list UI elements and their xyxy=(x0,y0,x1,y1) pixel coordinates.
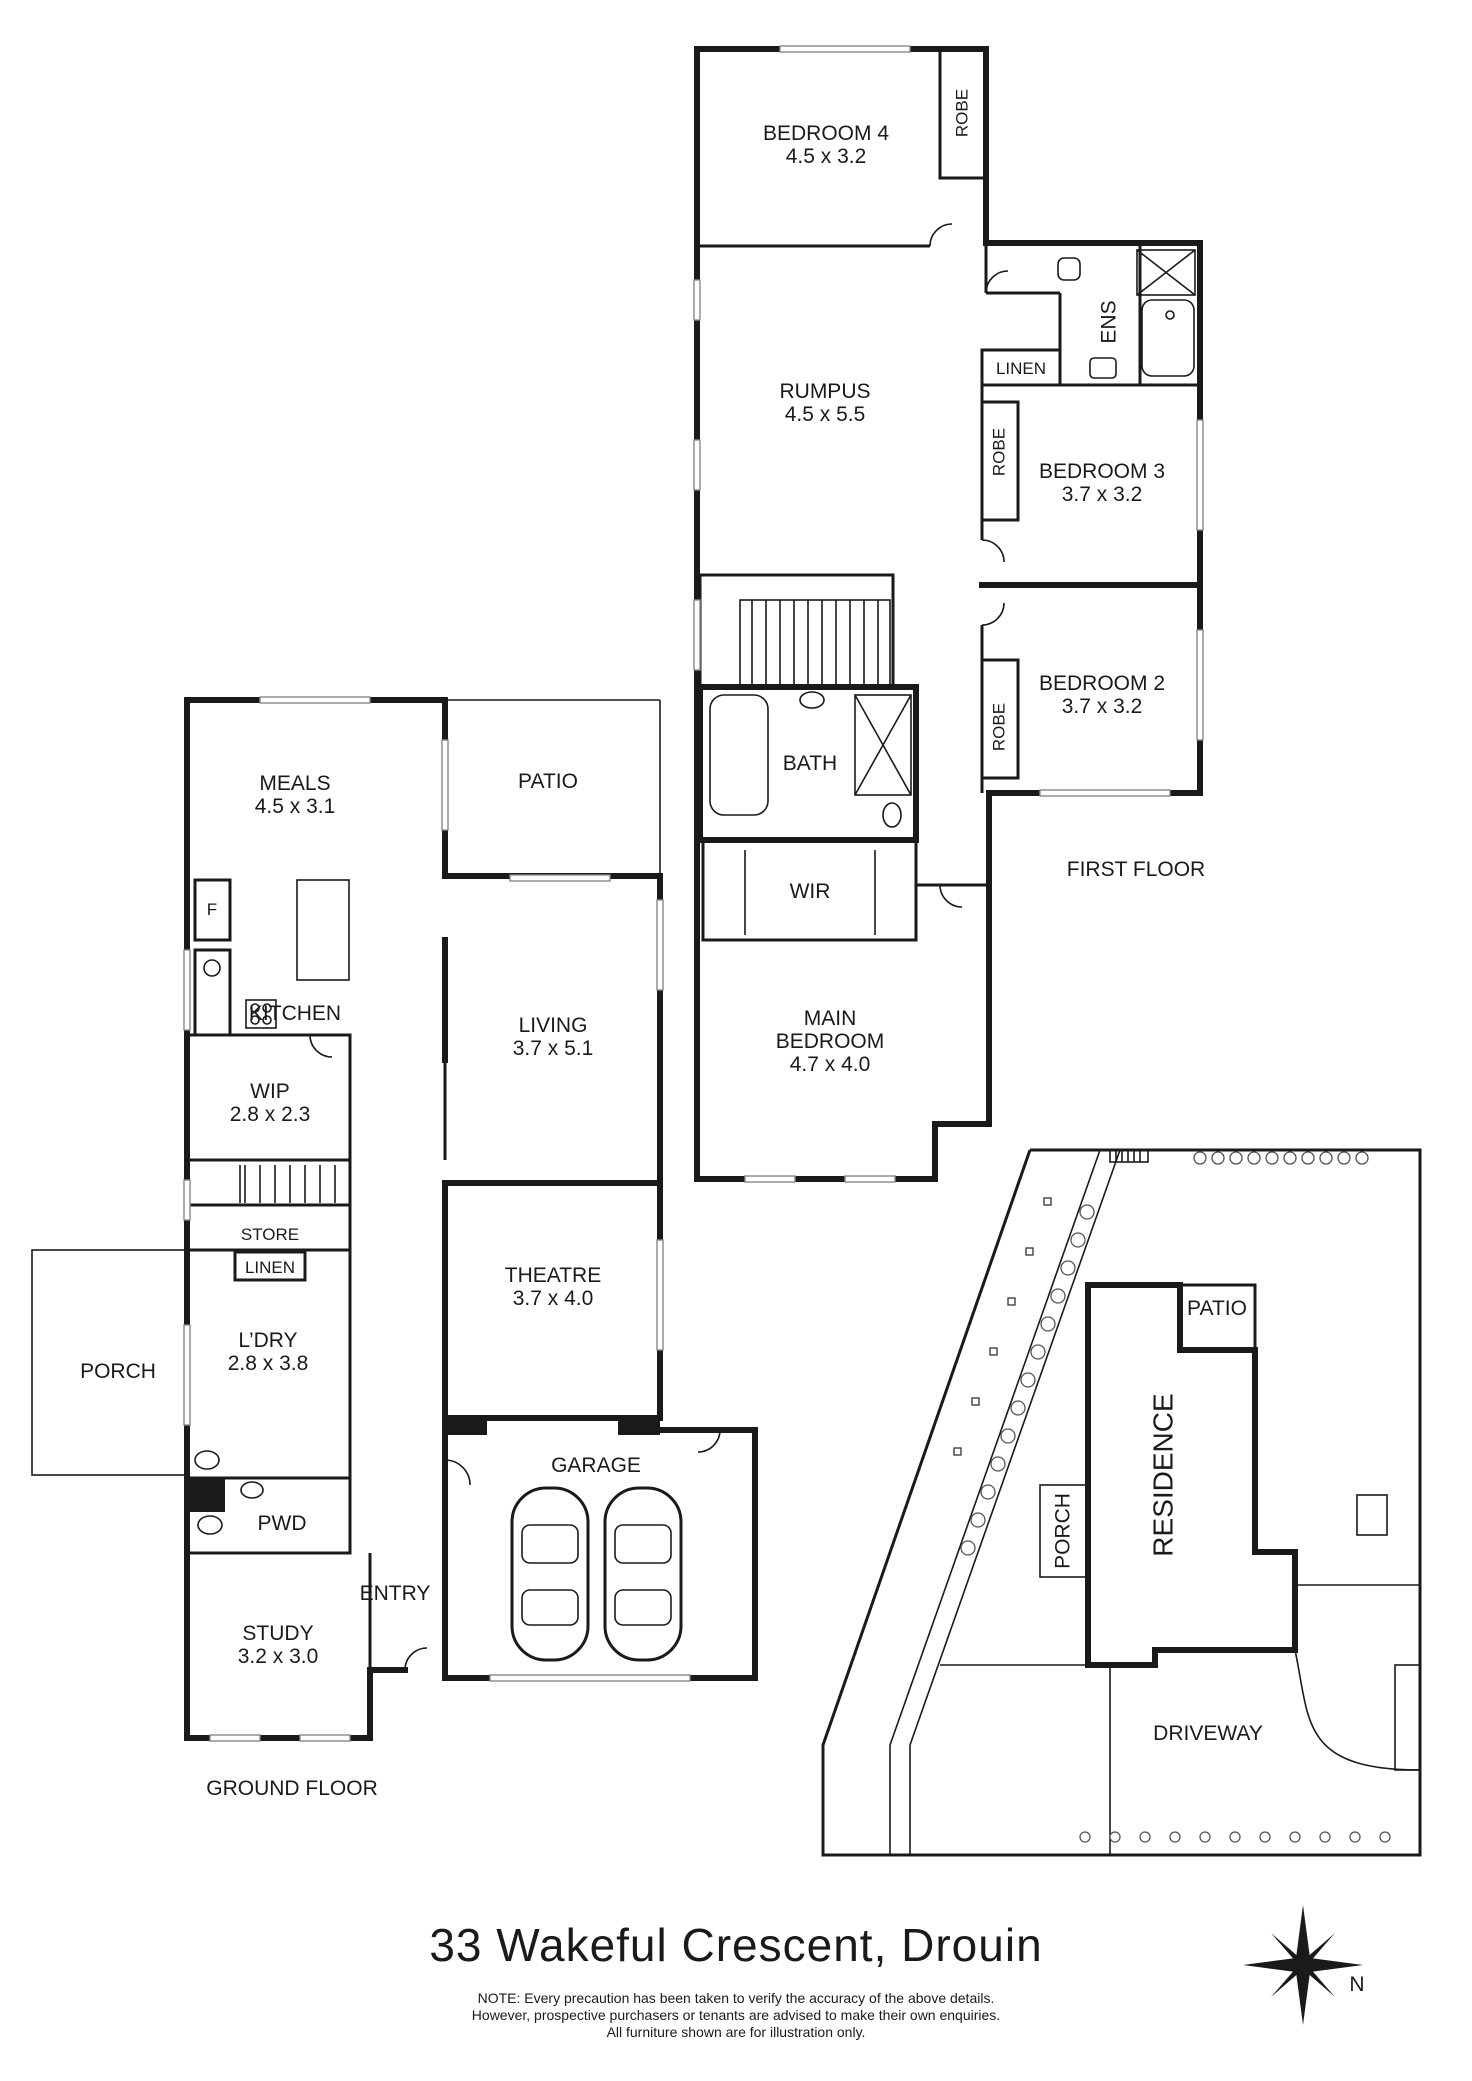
tree-row-diagonal xyxy=(960,1204,1095,1556)
patio-ground: PATIO xyxy=(518,770,578,793)
store-label: STORE xyxy=(241,1225,299,1244)
ground-floor-title: GROUND FLOOR xyxy=(206,1777,378,1800)
fridge-label: F xyxy=(207,900,217,919)
site-driveway-label: DRIVEWAY xyxy=(1153,1722,1263,1745)
living-name: LIVING xyxy=(519,1014,588,1037)
ground-floor-plan: MEALS 4.5 x 3.1 PATIO F KITCHEN LIVING 3… xyxy=(31,696,758,1800)
compass-rose-icon xyxy=(1243,1905,1363,2025)
main-bedroom-name1: MAIN xyxy=(804,1007,857,1030)
first-floor-plan: BEDROOM 4 4.5 x 3.2 ROBE RUMPUS 4.5 x 5.… xyxy=(693,45,1205,1183)
main-bedroom-size: 4.7 x 4.0 xyxy=(790,1053,871,1076)
site-plan: PATIO RESIDENCE PORCH DRIVEWAY xyxy=(821,1148,1422,1857)
kitchen-label: KITCHEN xyxy=(249,1002,341,1025)
garage-label: GARAGE xyxy=(551,1454,641,1477)
linen-ground: LINEN xyxy=(245,1258,295,1277)
main-bedroom-name2: BEDROOM xyxy=(776,1030,885,1053)
laundry-name: L’DRY xyxy=(238,1329,297,1352)
bedroom2-size: 3.7 x 3.2 xyxy=(1062,695,1143,718)
site-residence-label: RESIDENCE xyxy=(1147,1393,1178,1556)
theatre-name: THEATRE xyxy=(505,1264,601,1287)
wir-label: WIR xyxy=(790,880,831,903)
bedroom4-name: BEDROOM 4 xyxy=(763,122,889,145)
tree-row-bottom xyxy=(1079,1831,1391,1843)
site-porch-label: PORCH xyxy=(1052,1493,1075,1569)
first-floor-title: FIRST FLOOR xyxy=(1067,858,1205,881)
porch-ground: PORCH xyxy=(80,1360,156,1383)
linen-first: LINEN xyxy=(996,359,1046,378)
bedroom3-size: 3.7 x 3.2 xyxy=(1062,483,1143,506)
bedroom3-name: BEDROOM 3 xyxy=(1039,460,1165,483)
pwd-label: PWD xyxy=(258,1512,307,1535)
note-line: NOTE: Every precaution has been taken to… xyxy=(477,1990,995,2006)
ens-label: ENS xyxy=(1098,300,1121,343)
rumpus-size: 4.5 x 5.5 xyxy=(785,403,866,426)
tree-row-top xyxy=(1193,1151,1369,1165)
living-size: 3.7 x 5.1 xyxy=(513,1037,594,1060)
meals-name: MEALS xyxy=(259,772,330,795)
car-left-icon xyxy=(510,1486,590,1662)
study-name: STUDY xyxy=(242,1622,313,1645)
laundry-size: 2.8 x 3.8 xyxy=(228,1352,309,1375)
bath-label: BATH xyxy=(783,752,837,775)
robe-bedroom4: ROBE xyxy=(952,89,971,137)
wip-size: 2.8 x 2.3 xyxy=(230,1103,311,1126)
meals-size: 4.5 x 3.1 xyxy=(255,795,336,818)
disclaimer-note: NOTE: Every precaution has been taken to… xyxy=(0,1990,1472,2041)
bedroom2-name: BEDROOM 2 xyxy=(1039,672,1165,695)
note-line: All furniture shown are for illustration… xyxy=(606,2024,866,2040)
robe-bedroom3: ROBE xyxy=(989,428,1008,476)
bollards-diagonal xyxy=(953,1197,1052,1456)
car-right-icon xyxy=(603,1486,683,1662)
entry-label: ENTRY xyxy=(360,1582,431,1605)
site-patio-label: PATIO xyxy=(1187,1297,1247,1320)
theatre-size: 3.7 x 4.0 xyxy=(513,1287,594,1310)
bedroom4-size: 4.5 x 3.2 xyxy=(786,145,867,168)
wip-name: WIP xyxy=(250,1080,290,1103)
rumpus-name: RUMPUS xyxy=(779,380,870,403)
note-line: However, prospective purchasers or tenan… xyxy=(471,2007,1001,2023)
compass-north-label: N xyxy=(1349,1973,1364,1996)
study-size: 3.2 x 3.0 xyxy=(238,1645,319,1668)
property-address: 33 Wakeful Crescent, Drouin xyxy=(429,1919,1043,1971)
robe-bedroom2: ROBE xyxy=(989,703,1008,751)
